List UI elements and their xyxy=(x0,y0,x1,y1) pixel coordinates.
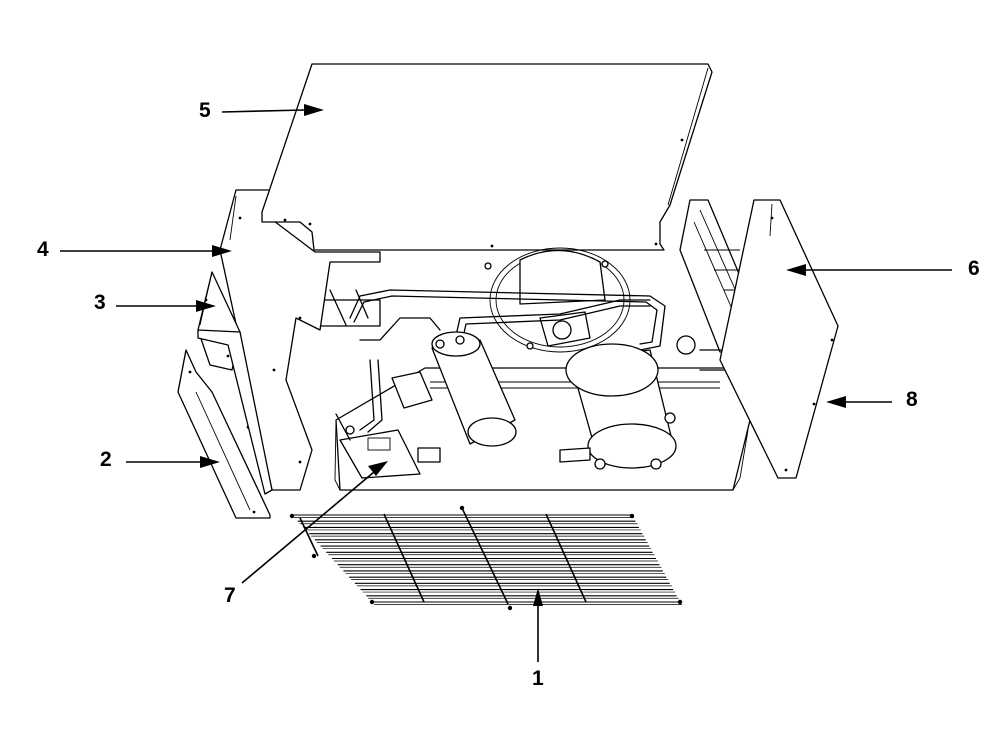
leader-5 xyxy=(221,109,305,113)
compressor xyxy=(565,335,696,470)
grille-end-cap xyxy=(677,599,683,605)
arrowhead-3 xyxy=(196,300,216,312)
callout-8: 8 xyxy=(906,388,918,411)
callout-4: 4 xyxy=(37,238,49,261)
leader-lines xyxy=(60,104,952,662)
part-5-top-cover xyxy=(261,63,713,251)
arrowhead-5 xyxy=(304,104,324,116)
callout-3: 3 xyxy=(94,291,106,314)
grille-end-cap xyxy=(629,513,635,519)
part-2-bracket xyxy=(177,349,271,519)
callout-7: 7 xyxy=(224,584,236,607)
part-4-side-panel xyxy=(219,189,381,491)
callout-labels: 1 2 3 4 5 6 7 8 xyxy=(37,99,980,690)
arrowhead-6 xyxy=(786,264,806,276)
receiver-tank xyxy=(431,331,517,447)
leader-7 xyxy=(241,471,375,584)
grille-crossbar xyxy=(383,513,425,603)
callout-2: 2 xyxy=(100,448,112,471)
grille-end-cap xyxy=(289,513,295,519)
grille-end-cap xyxy=(369,599,375,605)
grille-end-cap xyxy=(507,605,513,611)
arrowhead-8 xyxy=(826,396,846,408)
grille-crossbar xyxy=(461,507,509,605)
grille-end-cap xyxy=(311,553,317,559)
callout-5: 5 xyxy=(199,99,211,122)
arrowhead-7 xyxy=(368,461,388,476)
arrowhead-2 xyxy=(200,456,220,468)
part-7-electrical-box xyxy=(335,371,591,479)
grille-crossbar xyxy=(299,517,319,557)
part-1-wire-grille xyxy=(289,505,683,611)
fan-assembly xyxy=(484,247,631,353)
grille-crossbar xyxy=(545,513,587,603)
part-3-bracket xyxy=(197,271,273,495)
arrowhead-4 xyxy=(212,245,232,257)
arrowhead-1 xyxy=(533,588,543,606)
callout-1: 1 xyxy=(532,667,544,690)
grille-end-cap xyxy=(459,505,465,511)
callout-6: 6 xyxy=(968,257,980,280)
